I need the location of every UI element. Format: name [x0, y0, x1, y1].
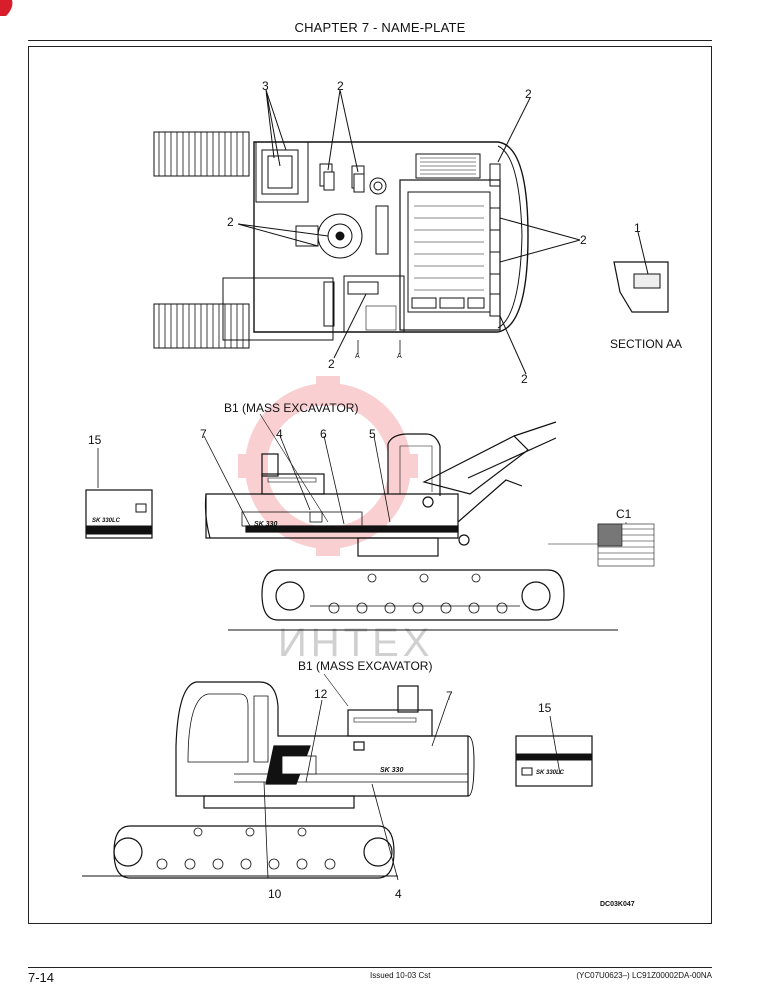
flag-decal	[597, 522, 655, 567]
callout-3: 3	[262, 79, 269, 93]
callout-4-left: 4	[395, 887, 402, 901]
callout-10-left: 10	[268, 887, 282, 901]
section-mark-a-left: A	[355, 353, 360, 360]
callout-7-left: 7	[446, 689, 453, 703]
callout-12-left: 12	[314, 687, 328, 701]
side-view-left-callouts: 12 7 10 4	[268, 687, 453, 901]
side-view-right-callouts: 7 4 6 5	[200, 427, 376, 441]
callout-2-right-mid: 2	[580, 233, 587, 247]
callout-c1: C1	[616, 507, 632, 521]
decal-15-top-text: SK 330LC	[92, 518, 121, 524]
decal-15-top	[85, 448, 153, 539]
section-mark-a-right: A	[397, 353, 402, 360]
callout-2-bottom: 2	[328, 357, 335, 371]
footer-rule	[28, 967, 712, 968]
page-header: CHAPTER 7 - NAME-PLATE	[294, 20, 466, 35]
watermark-text: ИНТЕХ	[278, 621, 433, 665]
model-text-left: SK 330	[380, 767, 403, 774]
callout-5-right: 5	[369, 427, 376, 441]
callout-15-bottom: 15	[538, 701, 552, 715]
callout-7-right: 7	[200, 427, 207, 441]
callout-15-top: 15	[88, 433, 102, 447]
decal-15-bottom	[515, 715, 593, 787]
image-code: DC03K047	[600, 901, 635, 908]
callout-2-top: 2	[337, 79, 344, 93]
section-aa-detail	[613, 231, 669, 313]
callout-4-right: 4	[276, 427, 283, 441]
section-marks: A A	[355, 353, 402, 360]
section-aa-label: SECTION AA	[610, 337, 682, 351]
side-view-right	[203, 413, 628, 631]
name-plate-figure: ИНТЕХ	[82, 79, 682, 908]
figure-frame	[28, 46, 712, 924]
page-number: 7-14	[28, 970, 55, 985]
callout-6-right: 6	[320, 427, 327, 441]
document-code: (YC07U0623–) LC91Z00002DA-00NA	[576, 971, 712, 980]
side-view-right-title: B1 (MASS EXCAVATOR)	[224, 401, 358, 415]
callout-2-left: 2	[227, 215, 234, 229]
side-view-left-title: B1 (MASS EXCAVATOR)	[298, 659, 432, 673]
callout-2-right-bottom: 2	[521, 372, 528, 386]
header-rule	[28, 40, 712, 41]
side-view-left	[82, 673, 475, 881]
decal-15-bottom-text: SK 330LC	[536, 770, 565, 776]
issue-info: Issued 10-03 Cst	[370, 971, 431, 980]
callout-1: 1	[634, 221, 641, 235]
callout-2-right-top: 2	[525, 87, 532, 101]
top-view	[153, 89, 581, 375]
top-view-callouts: 3 2 2 2 2 2 2	[227, 79, 587, 386]
red-corner-mark	[0, 0, 13, 16]
model-text-right: SK 330	[254, 521, 277, 528]
